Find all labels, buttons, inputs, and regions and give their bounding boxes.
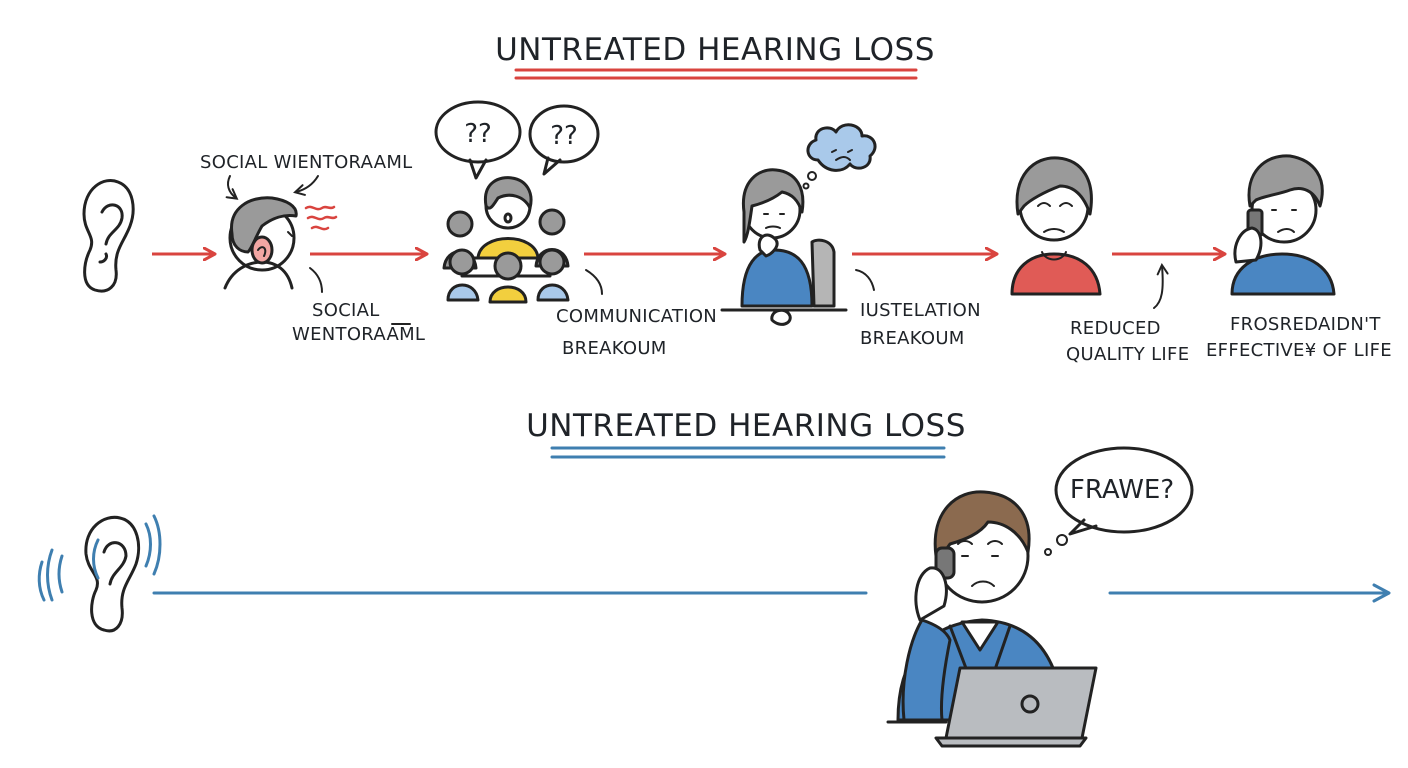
label-iso-line2: BREAKOUM xyxy=(860,328,965,349)
label-reduced-line1: REDUCED xyxy=(1070,318,1161,339)
speech-bubble-right-text: ?? xyxy=(550,121,578,151)
label-reduced-line2: QUALITY LIFE xyxy=(1066,344,1189,365)
label-iso-line1: IUSTELATION xyxy=(860,300,981,321)
ear-with-sound-waves-icon xyxy=(39,516,160,631)
label-final-line2: EFFECTIVE¥ OF LIFE xyxy=(1206,340,1392,361)
sad-woman-figure xyxy=(1012,158,1100,294)
label-pointer-social xyxy=(310,268,322,292)
sound-waves-icon xyxy=(306,207,336,229)
speech-bubble-right: ?? xyxy=(530,106,598,174)
label-pointer-reduced xyxy=(1154,266,1163,308)
speech-bubble-left: ?? xyxy=(436,102,520,178)
thought-cloud xyxy=(804,125,876,189)
label-social-line1: SOCIAL xyxy=(312,300,380,321)
label-comm-line2: BREAKOUM xyxy=(562,338,667,359)
label-pointer-iso xyxy=(856,270,874,290)
man-on-phone-figure xyxy=(1232,156,1334,294)
man-listening-figure xyxy=(225,198,296,288)
top-title: UNTREATED HEARING LOSS xyxy=(495,32,935,68)
label-comm-line1: COMMUNICATION xyxy=(556,306,717,327)
speech-bubble-left-text: ?? xyxy=(464,119,492,149)
label-final-line1: FROSREDAIDN'T xyxy=(1230,314,1381,335)
ear-icon xyxy=(84,180,133,291)
isolated-woman-figure xyxy=(722,170,846,325)
callout-social-top: SOCIAL WIENTORAAML xyxy=(200,152,413,173)
group-conversation-figure xyxy=(444,178,568,302)
label-pointer-comm xyxy=(586,270,602,294)
callout-pointer-top-2 xyxy=(296,176,318,192)
speech-bubble-bottom-text: FRAWE? xyxy=(1070,475,1174,505)
label-social-line2: WENTORAAML xyxy=(292,324,425,345)
bottom-title: UNTREATED HEARING LOSS xyxy=(526,408,966,444)
callout-pointer-top xyxy=(228,176,236,198)
speech-bubble-bottom: FRAWE? xyxy=(1045,448,1192,555)
